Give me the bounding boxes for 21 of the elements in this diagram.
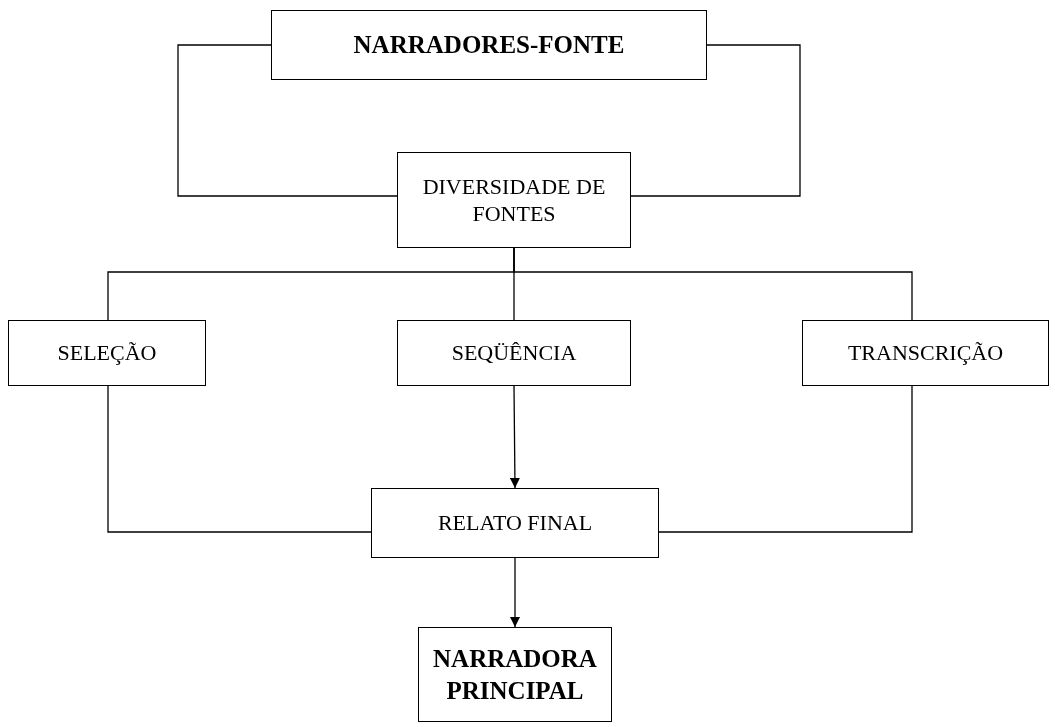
process-box <box>271 10 707 80</box>
box-label: TRANSCRIÇÃO <box>847 339 1004 367</box>
connector-line <box>513 247 913 321</box>
arrow <box>510 557 520 628</box>
process-box <box>371 488 659 558</box>
process-box <box>802 320 1049 386</box>
connector-line <box>177 44 398 197</box>
box-label: SELEÇÃO <box>57 339 157 367</box>
box-label: SEQÜÊNCIA <box>451 339 577 367</box>
process-box <box>418 627 612 722</box>
process-box <box>397 152 631 248</box>
arrow <box>509 385 520 489</box>
box-label: NARRADORA PRINCIPAL <box>432 644 598 706</box>
process-box <box>8 320 206 386</box>
box-label: NARRADORES-FONTE <box>353 30 625 61</box>
connector-line <box>107 385 372 533</box>
connector-line <box>658 385 913 533</box>
process-box <box>397 320 631 386</box>
box-label: RELATO FINAL <box>437 509 593 537</box>
connector-line <box>630 44 801 197</box>
box-label: DIVERSIDADE DE FONTES <box>421 172 607 228</box>
